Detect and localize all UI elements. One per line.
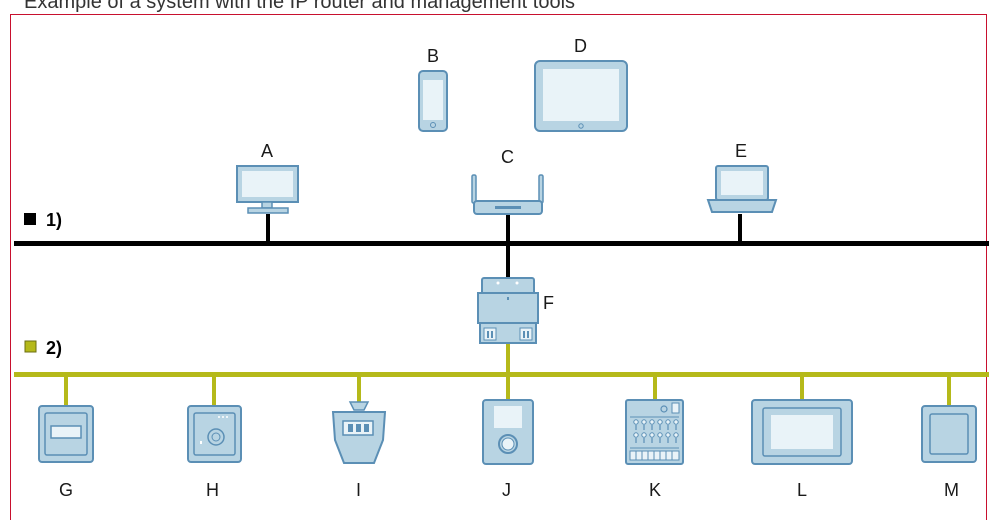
drop-line-c	[506, 214, 510, 284]
smartphone-icon	[418, 70, 448, 132]
drop-line-e	[738, 214, 742, 242]
device-c-label: C	[501, 147, 514, 167]
touch-panel-icon	[751, 399, 853, 465]
device-m-label: M	[944, 480, 959, 500]
device-j-label: J	[502, 480, 511, 500]
device-b-label: B	[427, 46, 439, 66]
device-e-label: E	[735, 141, 747, 161]
knx-bus-label: 2)	[46, 338, 62, 358]
drop-line-k	[653, 374, 657, 402]
laptop-icon	[706, 165, 778, 213]
device-a[interactable]: A	[236, 141, 299, 214]
ip-bus: 1)	[14, 210, 989, 284]
knx-bus: 2)	[14, 338, 989, 406]
drop-line-f	[506, 342, 510, 374]
knx-bus-marker-square	[24, 340, 37, 353]
device-d[interactable]: D	[534, 36, 628, 132]
drop-line-g	[64, 374, 68, 406]
tablet-icon	[534, 60, 628, 132]
drop-line-l	[800, 374, 804, 402]
knx-bus-line	[14, 372, 989, 377]
multi-channel-actuator-icon	[625, 399, 684, 465]
ip-bus-label: 1)	[46, 210, 62, 230]
device-e[interactable]: E	[706, 141, 778, 213]
drop-line-i	[357, 374, 361, 406]
device-j[interactable]: J	[482, 399, 534, 500]
device-h[interactable]: H	[187, 405, 242, 500]
device-f[interactable]: F	[477, 277, 554, 344]
ip-bus-line	[14, 241, 989, 246]
ip-router-module-icon	[477, 277, 539, 344]
push-button-icon	[921, 405, 977, 463]
device-m[interactable]: M	[921, 405, 977, 500]
device-g[interactable]: G	[38, 405, 94, 500]
drop-line-j	[506, 374, 510, 402]
figure-caption: Example of a system with the IP router a…	[24, 0, 576, 13]
device-i[interactable]: I	[331, 401, 387, 500]
device-d-label: D	[574, 36, 587, 56]
diagram-frame	[10, 14, 987, 520]
device-i-label: I	[356, 480, 361, 500]
device-l[interactable]: L	[751, 399, 853, 500]
device-f-label: F	[543, 293, 554, 313]
device-k[interactable]: K	[625, 399, 684, 500]
bus-coupler-icon	[331, 401, 387, 464]
wifi-router-icon	[471, 174, 544, 215]
device-g-label: G	[59, 480, 73, 500]
device-b[interactable]: B	[418, 46, 448, 132]
device-k-label: K	[649, 480, 661, 500]
device-a-label: A	[261, 141, 273, 161]
drop-line-h	[212, 374, 216, 406]
device-c[interactable]: C	[471, 147, 544, 215]
device-l-label: L	[797, 480, 807, 500]
room-controller-icon	[482, 399, 534, 465]
desktop-monitor-icon	[236, 165, 299, 214]
device-h-label: H	[206, 480, 219, 500]
room-thermostat-icon	[187, 405, 242, 463]
drop-line-a	[266, 214, 270, 242]
ip-bus-marker-square	[24, 213, 36, 225]
switch-actuator-icon	[38, 405, 94, 463]
drop-line-m	[947, 374, 951, 406]
